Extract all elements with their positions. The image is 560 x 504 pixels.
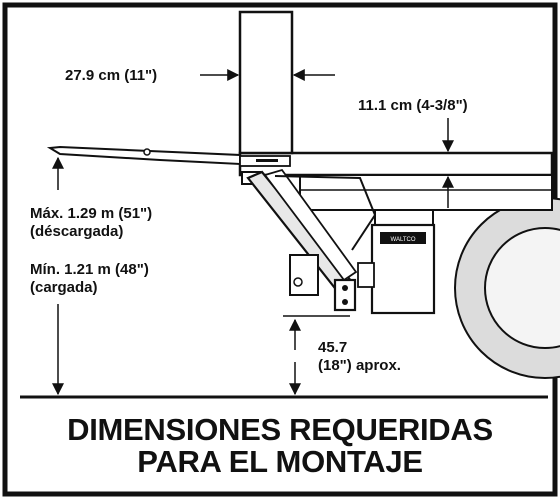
min-height-label: Mín. 1.21 m (48") — [30, 261, 149, 278]
liftgate-platform — [46, 145, 291, 167]
control-box: WALTCO — [357, 209, 436, 315]
min-height-sublabel: (cargada) — [30, 279, 98, 296]
dimension-overhang: 27.9 cm (11") — [65, 60, 335, 153]
deck-height-label: 11.1 cm (4-3/8") — [358, 97, 468, 114]
ground-clearance-sublabel: (18") aprox. — [318, 357, 401, 374]
truck-deck — [238, 151, 554, 211]
dimension-deck-height: 11.1 cm (4-3/8") — [358, 97, 468, 208]
max-height-sublabel: (déscargada) — [30, 223, 123, 240]
control-box-badge: WALTCO — [391, 237, 416, 243]
ground-clearance-label: 45.7 — [318, 339, 347, 356]
rear-tire — [454, 197, 560, 379]
dimension-ground-clearance: 45.7 (18") aprox. — [283, 315, 401, 396]
title-line-1: DIMENSIONES REQUERIDAS — [67, 412, 493, 447]
max-height-label: Máx. 1.29 m (51") — [30, 205, 152, 222]
title-line-2: PARA EL MONTAJE — [137, 444, 422, 479]
gate-post — [238, 10, 294, 155]
lift-arm — [241, 168, 377, 312]
overhang-label: 27.9 cm (11") — [65, 67, 157, 84]
diagram-title: DIMENSIONES REQUERIDAS PARA EL MONTAJE — [67, 412, 493, 479]
dimension-bed-height: Máx. 1.29 m (51") (déscargada) Mín. 1.21… — [30, 156, 152, 396]
